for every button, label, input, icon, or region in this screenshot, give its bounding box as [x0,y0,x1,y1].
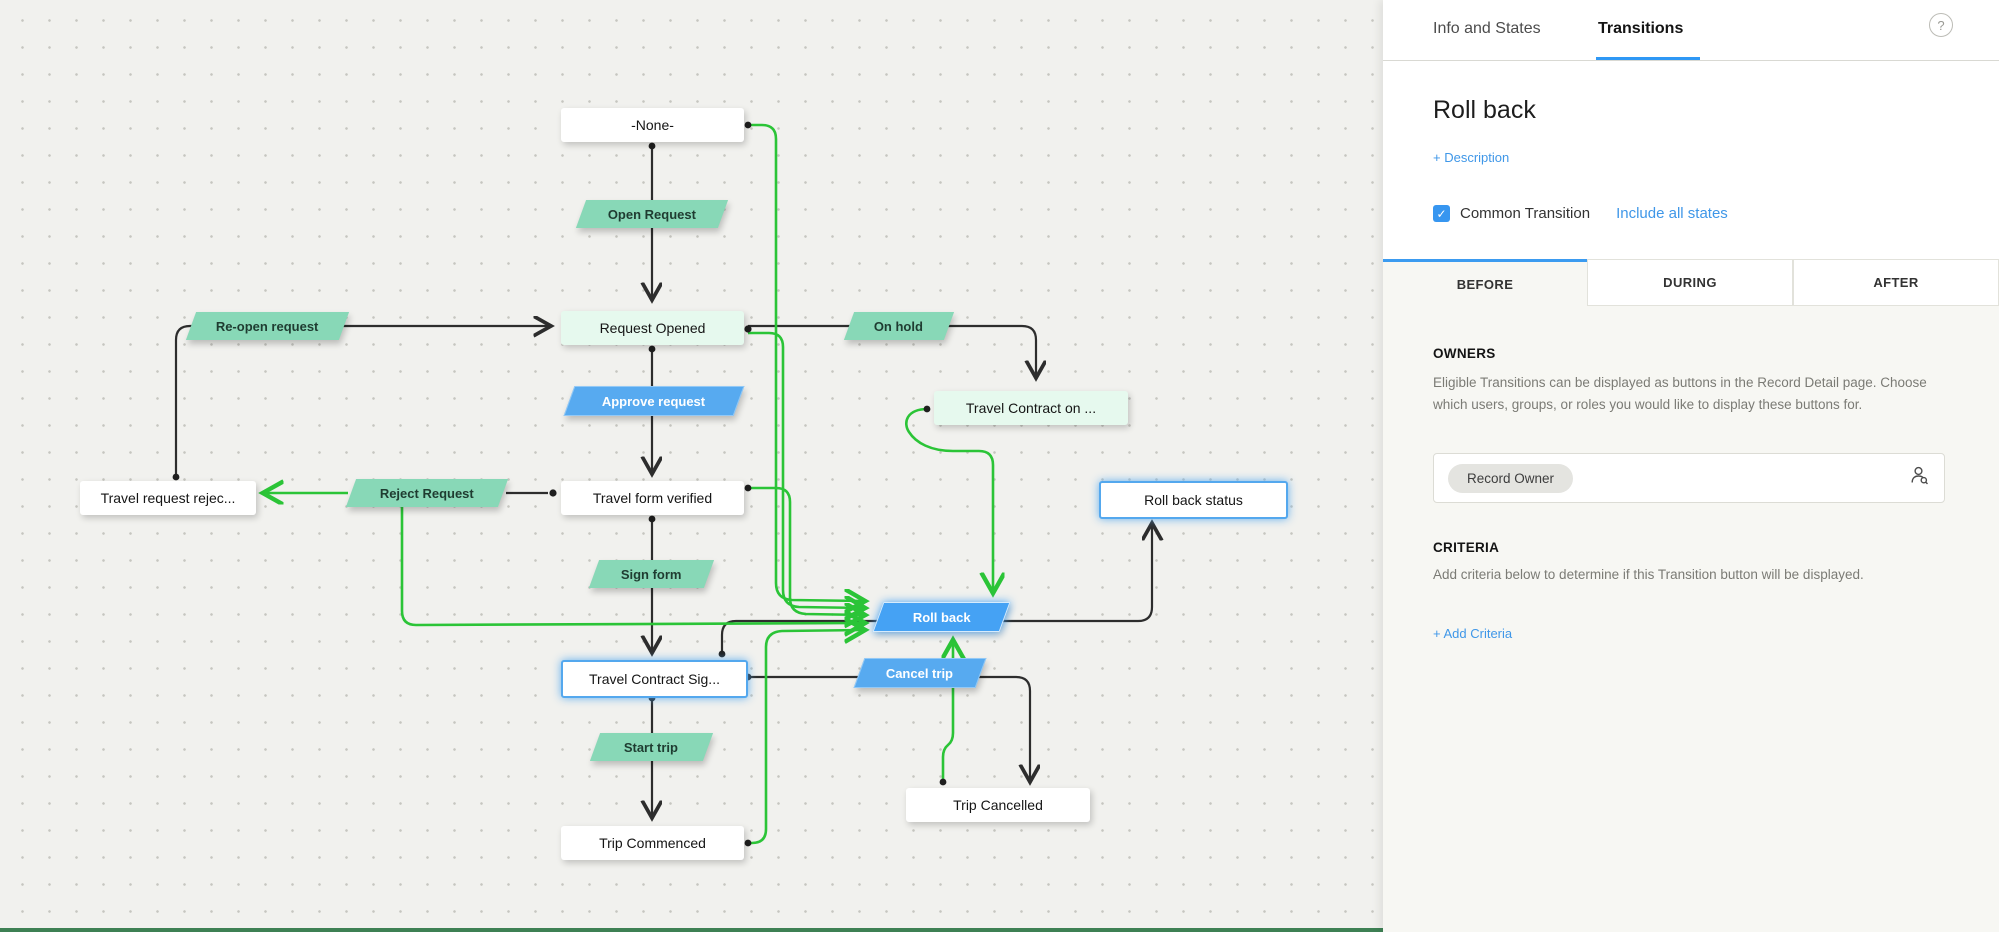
state-label: Travel Contract Sig... [589,671,720,687]
transition-label: Open Request [607,206,697,222]
include-all-states-link[interactable]: Include all states [1616,205,1728,222]
common-transition-row: ✓ Common Transition Include all states [1433,205,1728,222]
tab-before[interactable]: BEFORE [1383,259,1587,306]
canvas-bottom-bar [0,928,1383,932]
add-criteria-link[interactable]: + Add Criteria [1433,626,1513,641]
stage-tabs: BEFORE DURING AFTER [1383,259,1999,306]
owners-description: Eligible Transitions can be displayed as… [1433,375,1927,412]
transition-label: Cancel trip [886,665,954,681]
state-node-request-opened[interactable]: Request Opened [561,311,744,345]
transition-node-start-trip[interactable]: Start trip [589,733,714,761]
record-owner-chip[interactable]: Record Owner [1448,463,1574,493]
transition-node-on-hold[interactable]: On hold [843,312,955,340]
tab-info-and-states[interactable]: Info and States [1433,20,1541,37]
blueprint-canvas[interactable]: -None- Request Opened Travel form verifi… [0,0,1383,932]
state-label: Roll back status [1144,492,1243,508]
common-transition-label: Common Transition [1460,205,1591,222]
before-tab-content: OWNERS Eligible Transitions can be displ… [1383,306,1999,932]
state-label: Travel request rejec... [100,490,236,506]
state-label: Travel Contract on ... [965,400,1097,416]
transition-detail-panel: Info and States Transitions ? Roll back … [1383,0,1999,932]
help-icon[interactable]: ? [1929,13,1953,37]
transition-label: On hold [874,318,924,334]
transition-label: Reject Request [380,485,474,501]
page-title: Roll back [1433,96,1536,124]
transition-label: Sign form [621,566,682,582]
state-label: Trip Cancelled [953,797,1043,813]
owners-input[interactable]: Record Owner [1433,453,1945,503]
transition-node-sign-form[interactable]: Sign form [588,560,715,588]
transition-label: Approve request [602,393,706,409]
common-transition-checkbox[interactable]: ✓ [1433,205,1450,222]
panel-header: Info and States Transitions ? [1383,0,1999,61]
transition-label: Re-open request [216,318,319,334]
state-label: Travel form verified [592,490,713,506]
state-label: Trip Commenced [599,835,706,851]
add-description-link[interactable]: + Description [1433,150,1510,165]
transition-node-open-request[interactable]: Open Request [575,200,729,228]
state-node-trip-commenced[interactable]: Trip Commenced [561,826,744,860]
state-node-none[interactable]: -None- [561,108,744,142]
transition-node-re-open-request[interactable]: Re-open request [185,312,350,340]
state-node-roll-back-status[interactable]: Roll back status [1099,481,1288,519]
tab-after[interactable]: AFTER [1793,259,1999,306]
state-node-trip-cancelled[interactable]: Trip Cancelled [906,788,1090,822]
tab-transitions[interactable]: Transitions [1598,20,1684,37]
owners-heading: OWNERS [1433,346,1496,361]
criteria-heading: CRITERIA [1433,540,1500,555]
transition-label: Start trip [624,739,679,755]
state-node-travel-request-rejected[interactable]: Travel request rejec... [80,481,256,515]
transition-node-approve-request[interactable]: Approve request [563,386,745,416]
transition-node-reject-request[interactable]: Reject Request [345,479,509,507]
state-node-travel-contract-signed[interactable]: Travel Contract Sig... [561,660,748,698]
check-icon: ✓ [1436,206,1447,221]
transition-node-cancel-trip[interactable]: Cancel trip [853,658,987,688]
state-node-travel-form-verified[interactable]: Travel form verified [561,481,744,515]
transition-label: Roll back [912,609,971,625]
criteria-description: Add criteria below to determine if this … [1433,567,1864,582]
user-search-icon[interactable] [1909,465,1930,491]
tab-during[interactable]: DURING [1587,259,1793,306]
active-tab-underline [1596,57,1700,60]
state-node-travel-contract-on-hold[interactable]: Travel Contract on ... [934,391,1128,425]
state-label: Request Opened [599,320,706,336]
state-label: -None- [631,117,674,133]
transition-node-roll-back[interactable]: Roll back [872,602,1011,632]
